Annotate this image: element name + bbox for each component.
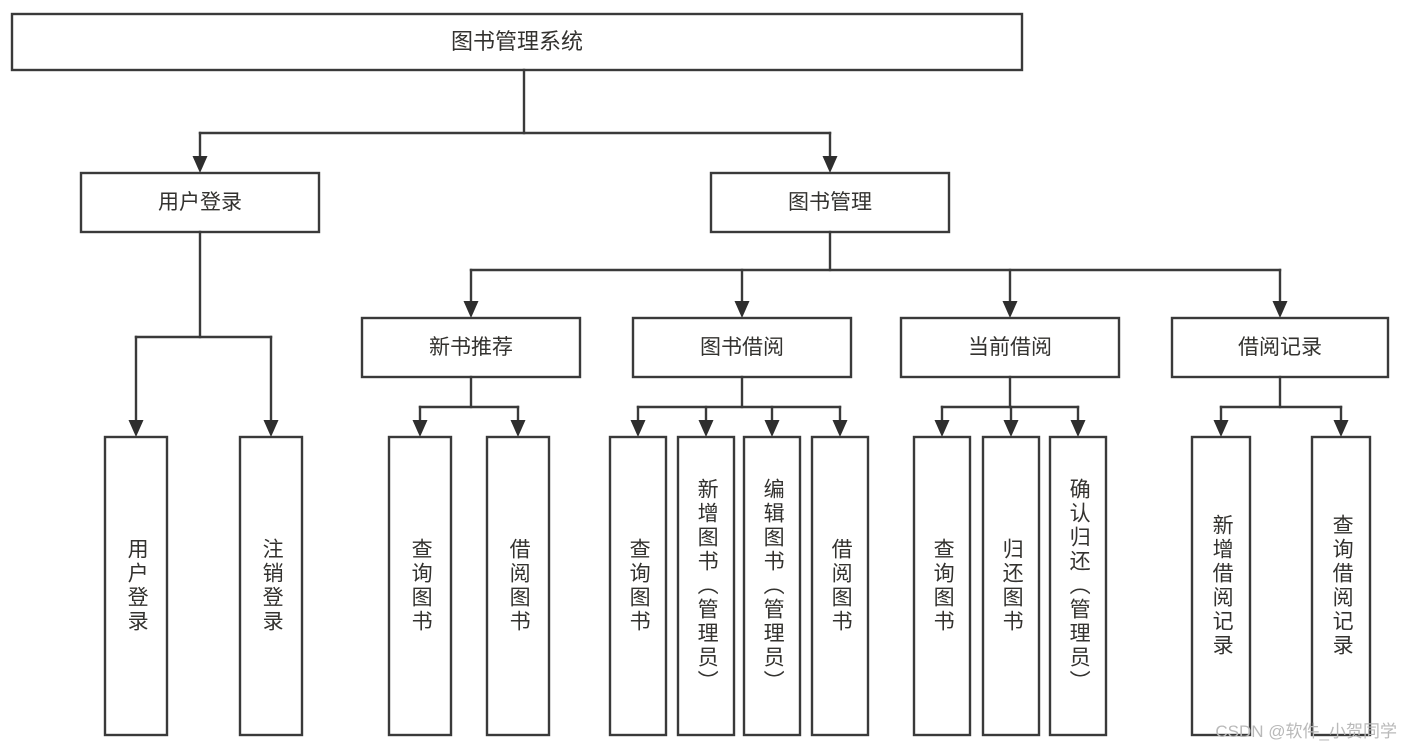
leaf-node-4[interactable]	[608, 435, 668, 737]
node-level2-1-rect	[709, 171, 951, 234]
leaf-node-2-rect	[387, 435, 453, 737]
leaf-node-12-rect	[1310, 435, 1372, 737]
leaf-node-0-rect	[103, 435, 169, 737]
node-root-rect	[10, 12, 1024, 72]
arrow-head-icon	[1213, 420, 1229, 437]
node-level3-0-rect	[360, 316, 582, 379]
leaf-node-9[interactable]	[981, 435, 1041, 737]
leaf-node-9-rect	[981, 435, 1041, 737]
node-level3-0-label: 新书推荐	[429, 336, 513, 359]
leaf-node-10-rect	[1048, 435, 1108, 737]
arrow-head-icon	[1070, 420, 1086, 437]
leaf-node-4-rect	[608, 435, 668, 737]
arrow-head-icon	[630, 420, 646, 437]
node-level3-3-label: 借阅记录	[1238, 336, 1322, 359]
watermark-label: CSDN @软件_小贺同学	[1215, 722, 1397, 741]
arrow-head-icon	[832, 420, 848, 437]
leaf-node-5[interactable]	[676, 435, 736, 737]
arrow-head-icon	[698, 420, 714, 437]
node-level3-3-rect	[1170, 316, 1390, 379]
arrow-head-icon	[412, 420, 428, 437]
node-level3-2[interactable]: 当前借阅	[899, 316, 1121, 379]
leaf-node-3[interactable]	[485, 435, 551, 737]
arrow-head-icon	[734, 301, 750, 318]
leaf-node-1[interactable]	[238, 435, 304, 737]
arrow-head-icon	[463, 301, 479, 318]
arrow-head-icon	[1333, 420, 1349, 437]
leaf-node-6-rect	[742, 435, 802, 737]
node-level3-2-rect	[899, 316, 1121, 379]
node-level2-0[interactable]: 用户登录	[79, 171, 321, 234]
leaf-node-6[interactable]	[742, 435, 802, 737]
node-level3-1[interactable]: 图书借阅	[631, 316, 853, 379]
leaf-node-0[interactable]	[103, 435, 169, 737]
node-level3-2-label: 当前借阅	[968, 336, 1052, 359]
arrow-head-icon	[510, 420, 526, 437]
arrow-head-icon	[1002, 301, 1018, 318]
leaf-node-8[interactable]	[912, 435, 972, 737]
arrow-head-icon	[263, 420, 279, 437]
leaf-node-12[interactable]	[1310, 435, 1372, 737]
leaf-node-1-rect	[238, 435, 304, 737]
leaf-node-8-rect	[912, 435, 972, 737]
leaf-node-11-rect	[1190, 435, 1252, 737]
arrow-head-icon	[822, 156, 838, 173]
arrow-head-icon	[764, 420, 780, 437]
node-level3-1-label: 图书借阅	[700, 336, 784, 359]
node-level3-3[interactable]: 借阅记录	[1170, 316, 1390, 379]
node-root[interactable]: 图书管理系统	[10, 12, 1024, 72]
leaf-node-3-rect	[485, 435, 551, 737]
node-level2-0-label: 用户登录	[158, 191, 242, 214]
leaf-node-10[interactable]	[1048, 435, 1108, 737]
node-level3-1-rect	[631, 316, 853, 379]
node-root-label: 图书管理系统	[451, 29, 583, 54]
node-level3-0[interactable]: 新书推荐	[360, 316, 582, 379]
node-level2-1[interactable]: 图书管理	[709, 171, 951, 234]
leaf-node-2[interactable]	[387, 435, 453, 737]
leaf-node-5-rect	[676, 435, 736, 737]
leaf-node-7[interactable]	[810, 435, 870, 737]
arrow-head-icon	[934, 420, 950, 437]
arrow-head-icon	[192, 156, 208, 173]
leaf-node-7-rect	[810, 435, 870, 737]
node-level2-1-label: 图书管理	[788, 191, 872, 214]
arrow-head-icon	[128, 420, 144, 437]
arrow-head-icon	[1003, 420, 1019, 437]
leaf-node-11[interactable]	[1190, 435, 1252, 737]
arrow-head-icon	[1272, 301, 1288, 318]
